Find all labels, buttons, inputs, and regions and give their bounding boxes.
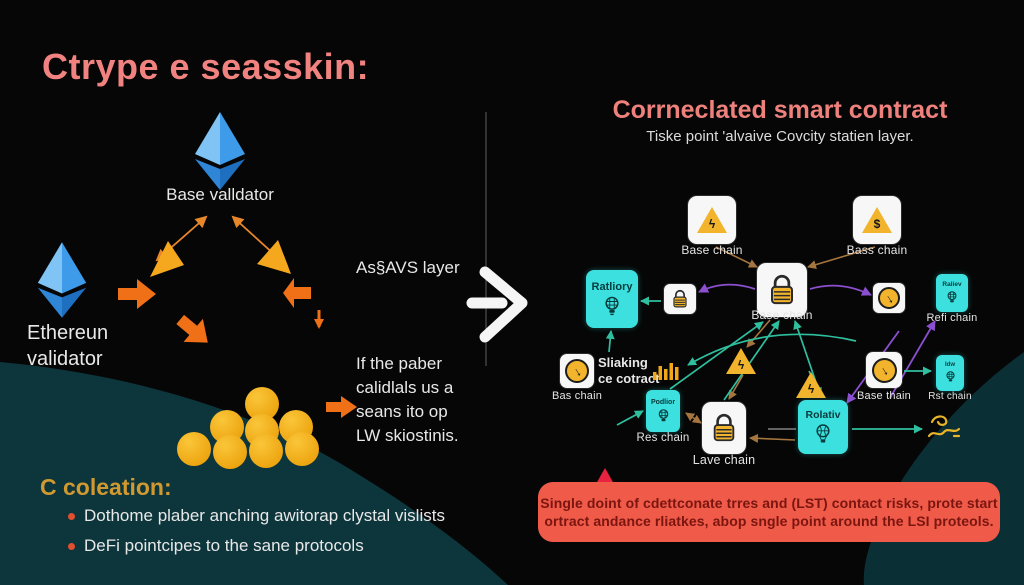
bullet-item: DeFi pointcipes to the sane protocols — [84, 536, 364, 555]
warning-triangle-icon: $ — [862, 207, 892, 233]
ratliory-node: Ratliory — [586, 270, 638, 328]
lock-icon — [673, 289, 687, 308]
node-label: Lave chain — [692, 453, 756, 467]
circle-arrow-icon: ↓ — [871, 357, 897, 383]
lave-chain-node — [702, 402, 746, 454]
page-title: Ctrype e seasskin: — [42, 46, 370, 87]
circle-arrow-icon: ↓ — [878, 287, 900, 309]
warning-triangle-icon: ϟ — [697, 207, 727, 233]
node-label: Base chain — [751, 308, 813, 322]
node-label: Rst chain — [928, 391, 972, 402]
banner-line: Single doint of cdettconate trres and (L… — [540, 495, 998, 511]
warning-triangle-icon: ϟ — [726, 348, 756, 374]
res-chain-node: Podlior — [646, 390, 680, 432]
risk-banner: Single doint of cdettconate trres and (L… — [538, 482, 1000, 542]
bulb-icon — [945, 371, 955, 382]
warning-triangle-icon: ϟ — [796, 372, 826, 398]
base-validator-label: Base valldator — [166, 185, 274, 204]
scribble-icon — [927, 415, 961, 438]
lock-small-node — [664, 284, 696, 314]
node-label: Refi chain — [926, 312, 978, 324]
ethereum-diamond-icon — [37, 242, 87, 318]
base-thain-node: ↓ — [866, 352, 902, 388]
note-text: If the paber calidlals us a seans ito op… — [356, 354, 459, 446]
node-label: Bass chain — [846, 243, 908, 257]
bas-chain-node: ↓ — [560, 354, 594, 388]
warning-bolt-node: ϟ — [688, 196, 736, 244]
bulb-icon — [658, 408, 668, 421]
coleation-heading: C coleation: — [40, 474, 172, 500]
bullet-dot-icon — [68, 513, 75, 520]
bulb-icon — [947, 291, 957, 303]
banner-line: ortract andance rliatkes, abop sngle poi… — [544, 513, 994, 529]
right-title: Corrneclated smart contract — [612, 96, 948, 124]
node-label: Bas chain — [551, 390, 603, 402]
balloon-icon — [816, 424, 830, 443]
node-label: Res chain — [636, 432, 690, 444]
staking-contract-label: Sliaking ce cotract — [598, 355, 660, 386]
lock-icon — [771, 274, 793, 305]
ethereum-diamond-icon — [195, 112, 245, 190]
rst-chain-node: Idw — [936, 355, 964, 391]
node-label: Base chain — [681, 243, 743, 257]
rolativ-node: Rolativ — [798, 400, 848, 454]
ethereum-validator-label: Ethereun validator — [27, 322, 109, 371]
bullet-item: Dothome plaber anching awitorap clystal … — [84, 506, 445, 525]
node-label: Base thain — [857, 390, 911, 402]
circle-arrow-icon: ↓ — [565, 359, 589, 383]
bullet-dot-icon — [68, 543, 75, 550]
circle-arrow-node: ↓ — [873, 283, 905, 313]
right-subtitle: Tiske point 'alvaive Covcity statien lay… — [646, 128, 914, 145]
bar-chart-icon — [653, 363, 679, 380]
lock-icon — [713, 413, 735, 442]
warning-dollar-node: $ — [853, 196, 901, 244]
refi-chain-node: Raliev — [936, 274, 968, 312]
avs-layer-label: As§AVS layer — [356, 258, 460, 277]
bulb-icon — [605, 296, 619, 316]
base-chain-center-node — [757, 263, 807, 317]
